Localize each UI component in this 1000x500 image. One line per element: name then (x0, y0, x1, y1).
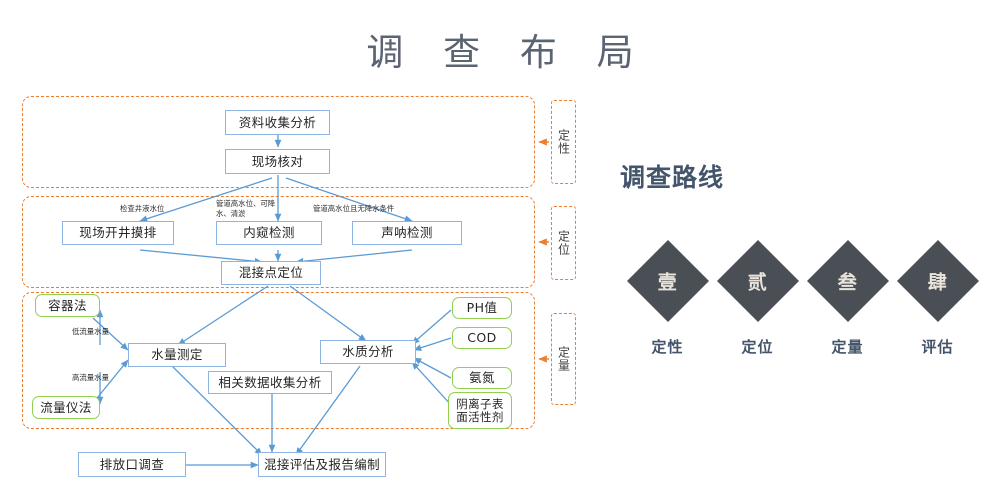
edge-label-middle: 管道高水位、可降 水、清淤 (216, 199, 276, 218)
route-panel-title: 调查路线 (620, 163, 725, 192)
box-water-quality-analysis[interactable]: 水质分析 (320, 340, 416, 364)
route-diamond-4: 肆 (896, 239, 979, 323)
route-step-label: 定位 (741, 338, 774, 356)
route-diamond-3: 叁 (806, 239, 889, 323)
route-step-3[interactable]: 叁 定量 (805, 239, 890, 357)
route-numeral: 贰 (747, 271, 768, 294)
phase-region-dingliang (22, 292, 535, 429)
edge-label-right: 管道高水位且无降水条件 (313, 204, 395, 213)
route-step-1[interactable]: 壹 定性 (625, 239, 710, 357)
box-container-method[interactable]: 容器法 (35, 294, 100, 317)
box-quality-item-surfactant[interactable]: 阴离子表 面活性剂 (448, 392, 512, 429)
route-diamond-2: 贰 (716, 239, 799, 323)
route-step-label: 评估 (921, 338, 954, 356)
page-title: 调 查 布 局 (366, 31, 648, 74)
route-numeral: 壹 (657, 271, 678, 294)
phase-tag-label: 定性 (556, 129, 571, 155)
box-data-collection[interactable]: 资料收集分析 (225, 110, 330, 135)
box-quality-item-cod[interactable]: COD (452, 327, 512, 349)
phase-tag-dingwei: 定位 (551, 206, 576, 280)
phase-tag-dingxing: 定性 (551, 100, 576, 184)
box-flowmeter-method[interactable]: 流量仪法 (32, 396, 100, 419)
edge-label-high-flow: 高流量水量 (72, 373, 109, 382)
phase-tag-label: 定量 (556, 346, 571, 372)
box-quality-item-ammonia[interactable]: 氨氮 (452, 367, 512, 389)
route-step-2[interactable]: 贰 定位 (715, 239, 800, 357)
route-step-label: 定量 (831, 338, 864, 356)
edge-label-low-flow: 低流量水量 (72, 327, 109, 336)
box-water-quantity-measurement[interactable]: 水量测定 (128, 343, 226, 367)
edge-label-left: 检查井液水位 (120, 204, 165, 213)
box-quality-item-ph[interactable]: PH值 (452, 297, 512, 319)
route-step-label: 定性 (651, 338, 684, 356)
box-mixed-connection-locating[interactable]: 混接点定位 (221, 261, 321, 285)
phase-tag-dingliang: 定量 (551, 313, 576, 405)
route-diamond-1: 壹 (626, 239, 709, 323)
phase-tag-label: 定位 (556, 230, 571, 256)
box-related-data-analysis[interactable]: 相关数据收集分析 (208, 371, 332, 394)
route-numeral: 肆 (927, 271, 948, 294)
box-sonar-inspection[interactable]: 声呐检测 (352, 221, 462, 245)
route-step-4[interactable]: 肆 评估 (895, 239, 980, 357)
box-outfall-survey[interactable]: 排放口调查 (78, 452, 186, 477)
box-site-check[interactable]: 现场核对 (225, 149, 330, 174)
box-open-well-survey[interactable]: 现场开井摸排 (62, 221, 174, 245)
route-numeral: 叁 (837, 271, 858, 294)
box-assessment-report[interactable]: 混接评估及报告编制 (258, 452, 386, 477)
box-cctv-inspection[interactable]: 内窥检测 (216, 221, 322, 245)
